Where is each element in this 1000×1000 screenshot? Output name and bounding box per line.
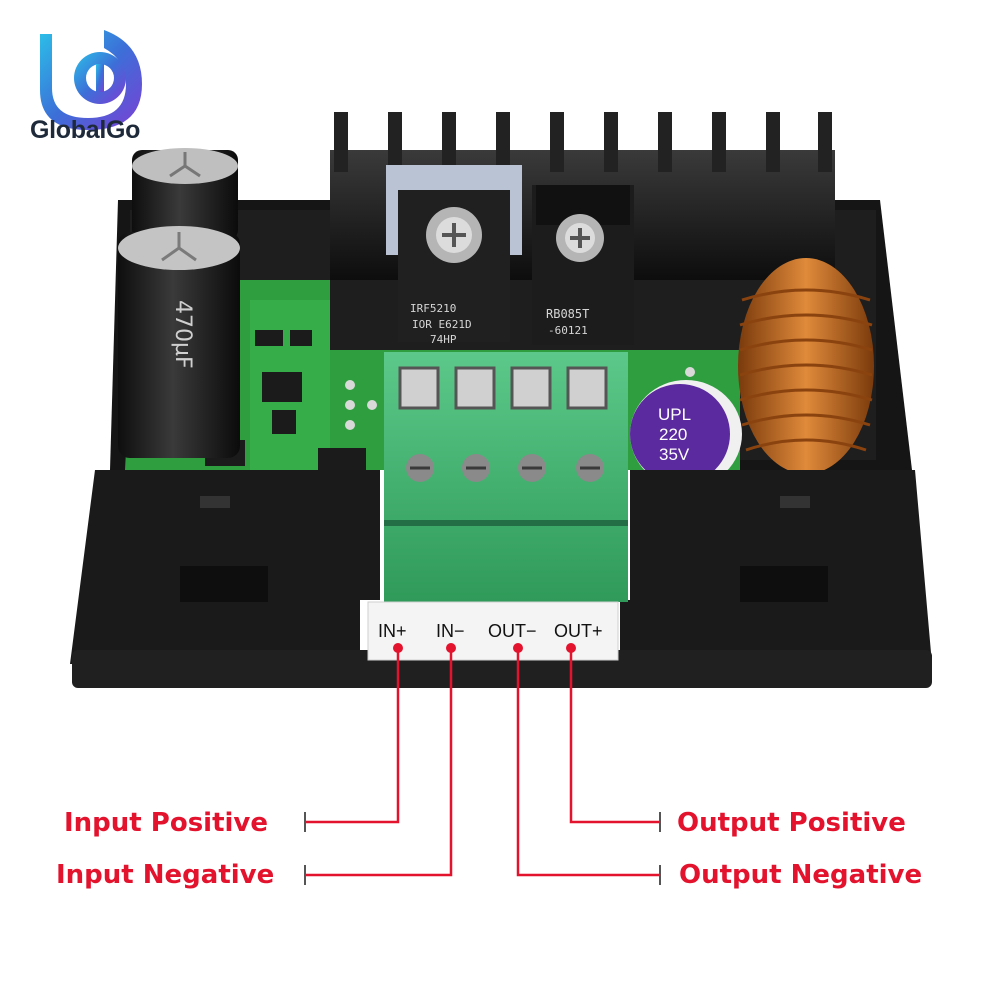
- leader-input-negative: [305, 648, 453, 877]
- mosfet-label-1: IRF5210: [410, 302, 456, 315]
- terminal-block: [384, 352, 628, 602]
- callout-input-positive: Input Positive: [64, 808, 269, 838]
- terminal-label-strip: [367, 601, 619, 661]
- terminal-label-in-neg: IN−: [436, 621, 465, 641]
- terminal-marker-dots: [393, 643, 576, 653]
- electrolytic-capacitor-rear: [132, 148, 238, 240]
- diode-label-1: RB085T: [546, 307, 589, 321]
- small-electrolytic-capacitor: UPL 220 35V: [630, 380, 742, 488]
- diode-label-2: -60121: [548, 324, 588, 337]
- leader-output-positive: [569, 648, 660, 824]
- capacitor-line-2: 220: [659, 425, 687, 444]
- leader-input-positive: [305, 648, 400, 824]
- terminal-slot-3: [510, 366, 552, 482]
- mosfet-label-3: 74HP: [430, 333, 457, 346]
- big-cap-label: 470µF: [170, 300, 195, 369]
- electrolytic-capacitor-front: 470µF: [118, 226, 240, 458]
- schottky-diode: RB085T -60121: [532, 185, 634, 345]
- toroid-inductor: [738, 258, 874, 474]
- callout-leaders: [304, 648, 661, 885]
- capacitor-line-1: UPL: [658, 405, 691, 424]
- capacitor-line-3: 35V: [659, 445, 690, 464]
- terminal-label-out-neg: OUT−: [488, 621, 537, 641]
- callout-input-negative: Input Negative: [56, 860, 275, 890]
- mosfet-label-2: IOR E621D: [412, 318, 472, 331]
- leader-output-negative: [516, 648, 660, 877]
- terminal-slot-4: [566, 366, 608, 482]
- callout-output-positive: Output Positive: [677, 808, 906, 838]
- terminal-label-in-pos: IN+: [378, 621, 407, 641]
- mosfet-transistor: IRF5210 IOR E621D 74HP: [386, 165, 522, 346]
- terminal-slot-2: [454, 366, 496, 482]
- terminal-slot-1: [398, 366, 440, 482]
- enclosure-front: [70, 470, 932, 688]
- globalgo-logo-icon: [40, 30, 142, 130]
- callout-output-negative: Output Negative: [679, 860, 923, 890]
- terminal-label-out-pos: OUT+: [554, 621, 603, 641]
- brand-name: GlobalGo: [30, 116, 141, 144]
